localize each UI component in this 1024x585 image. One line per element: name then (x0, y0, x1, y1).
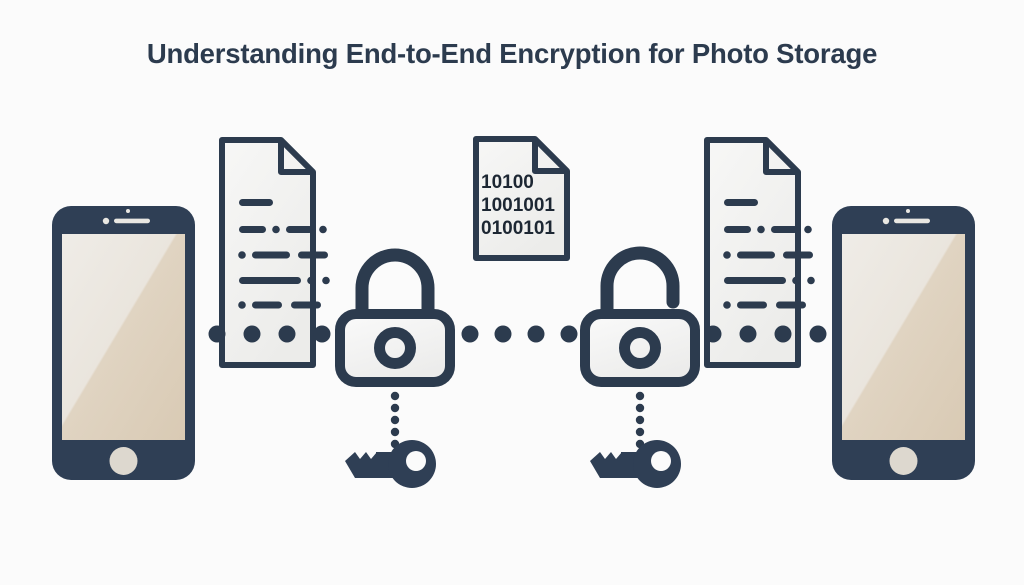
encryption-lock[interactable] (335, 248, 455, 387)
receiver-phone[interactable] (832, 206, 975, 480)
phone-speaker-right (894, 218, 930, 224)
phone-speaker-left (114, 218, 150, 224)
padlock-closed-keyhole (374, 327, 416, 369)
key-bit-left (345, 452, 384, 478)
phone-home-button-right[interactable] (889, 447, 918, 475)
encrypted-document[interactable]: 10100 1001001 0100101 (473, 136, 570, 261)
key-hole-right (651, 451, 671, 471)
binary-line-3: 0100101 (481, 218, 555, 239)
padlock-closed-body (335, 309, 455, 387)
page-title: Understanding End-to-End Encryption for … (146, 38, 878, 69)
phone-camera-icon-left (102, 217, 110, 225)
phone-sensor-left (126, 209, 130, 213)
key-hole-left (406, 451, 426, 471)
connector-lock-to-key (390, 391, 400, 449)
plaintext-document-right[interactable] (707, 140, 815, 365)
padlock-closed-shackle (355, 248, 435, 329)
decryption-lock[interactable] (580, 246, 700, 387)
phone-screen-left (62, 234, 185, 440)
key-bit-right (590, 452, 629, 478)
binary-line-2: 1001001 (481, 195, 555, 216)
phone-camera-icon-right (882, 217, 890, 225)
padlock-open-shackle (600, 246, 680, 318)
sender-phone[interactable] (52, 206, 195, 480)
decryption-key[interactable] (590, 440, 681, 488)
binary-document-fold (532, 139, 567, 174)
binary-line-1: 10100 (481, 172, 534, 193)
phone-sensor-right (906, 209, 910, 213)
padlock-open-body (580, 309, 700, 387)
connector-unlock-to-key (635, 391, 645, 449)
phone-home-button-left[interactable] (109, 447, 138, 475)
plaintext-document-left[interactable] (222, 140, 330, 365)
encryption-key[interactable] (345, 440, 436, 488)
padlock-open-keyhole (619, 327, 661, 369)
phone-screen-right (842, 234, 965, 440)
